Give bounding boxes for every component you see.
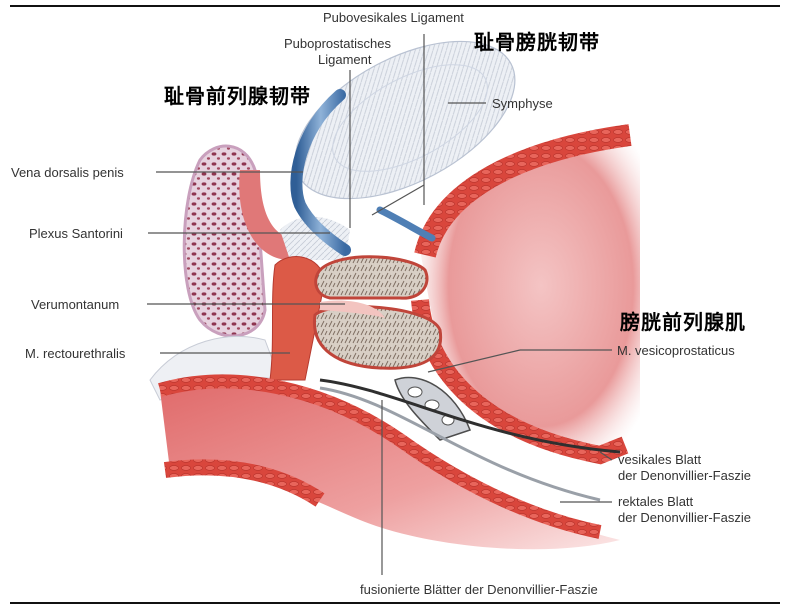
label-symphyse: Symphyse — [492, 96, 553, 111]
vesical-fascia-layer — [319, 378, 621, 454]
label-rektales-blatt-line1: rektales Blatt — [618, 494, 694, 509]
label-verumontanum: Verumontanum — [31, 297, 120, 312]
corpus-bone-shape — [182, 144, 295, 338]
label-puboprostatisches-ligament-line2: Ligament — [318, 52, 372, 67]
label-vena-dorsalis-penis: Vena dorsalis penis — [11, 165, 124, 180]
prostate-shape — [312, 255, 443, 370]
pubovesical-vein — [376, 206, 436, 242]
leader-lines — [147, 34, 613, 575]
cn-label-puboprostatic-ligament: 耻骨前列腺韧带 — [164, 84, 311, 108]
label-plexus-santorini: Plexus Santorini — [29, 226, 123, 241]
label-rektales-blatt-line2: der Denonvillier-Faszie — [618, 510, 751, 525]
cn-label-pubovesical-ligament: 耻骨膀胱韧带 — [474, 30, 600, 54]
label-vesikales-blatt-line2: der Denonvillier-Faszie — [618, 468, 751, 483]
label-m-vesicoprostaticus: M. vesicoprostaticus — [617, 343, 735, 358]
bottom-border-rule — [10, 602, 780, 604]
label-vesikales-blatt-line1: vesikales Blatt — [618, 452, 702, 467]
label-fusionierte-blaetter: fusionierte Blätter der Denonvillier-Fas… — [360, 582, 598, 597]
bladder-shape — [411, 124, 640, 470]
label-puboprostatisches-ligament-line1: Puboprostatisches — [284, 36, 391, 51]
cn-label-vesicoprostatic-muscle: 膀胱前列腺肌 — [620, 310, 746, 334]
rectal-fascia-layer — [319, 386, 601, 502]
label-m-rectourethralis: M. rectourethralis — [25, 346, 126, 361]
label-pubovesikales-ligament: Pubovesikales Ligament — [323, 10, 464, 25]
rectum-shape — [158, 374, 620, 550]
top-border-rule — [10, 5, 780, 7]
vena-dorsalis-vessel — [290, 89, 351, 256]
